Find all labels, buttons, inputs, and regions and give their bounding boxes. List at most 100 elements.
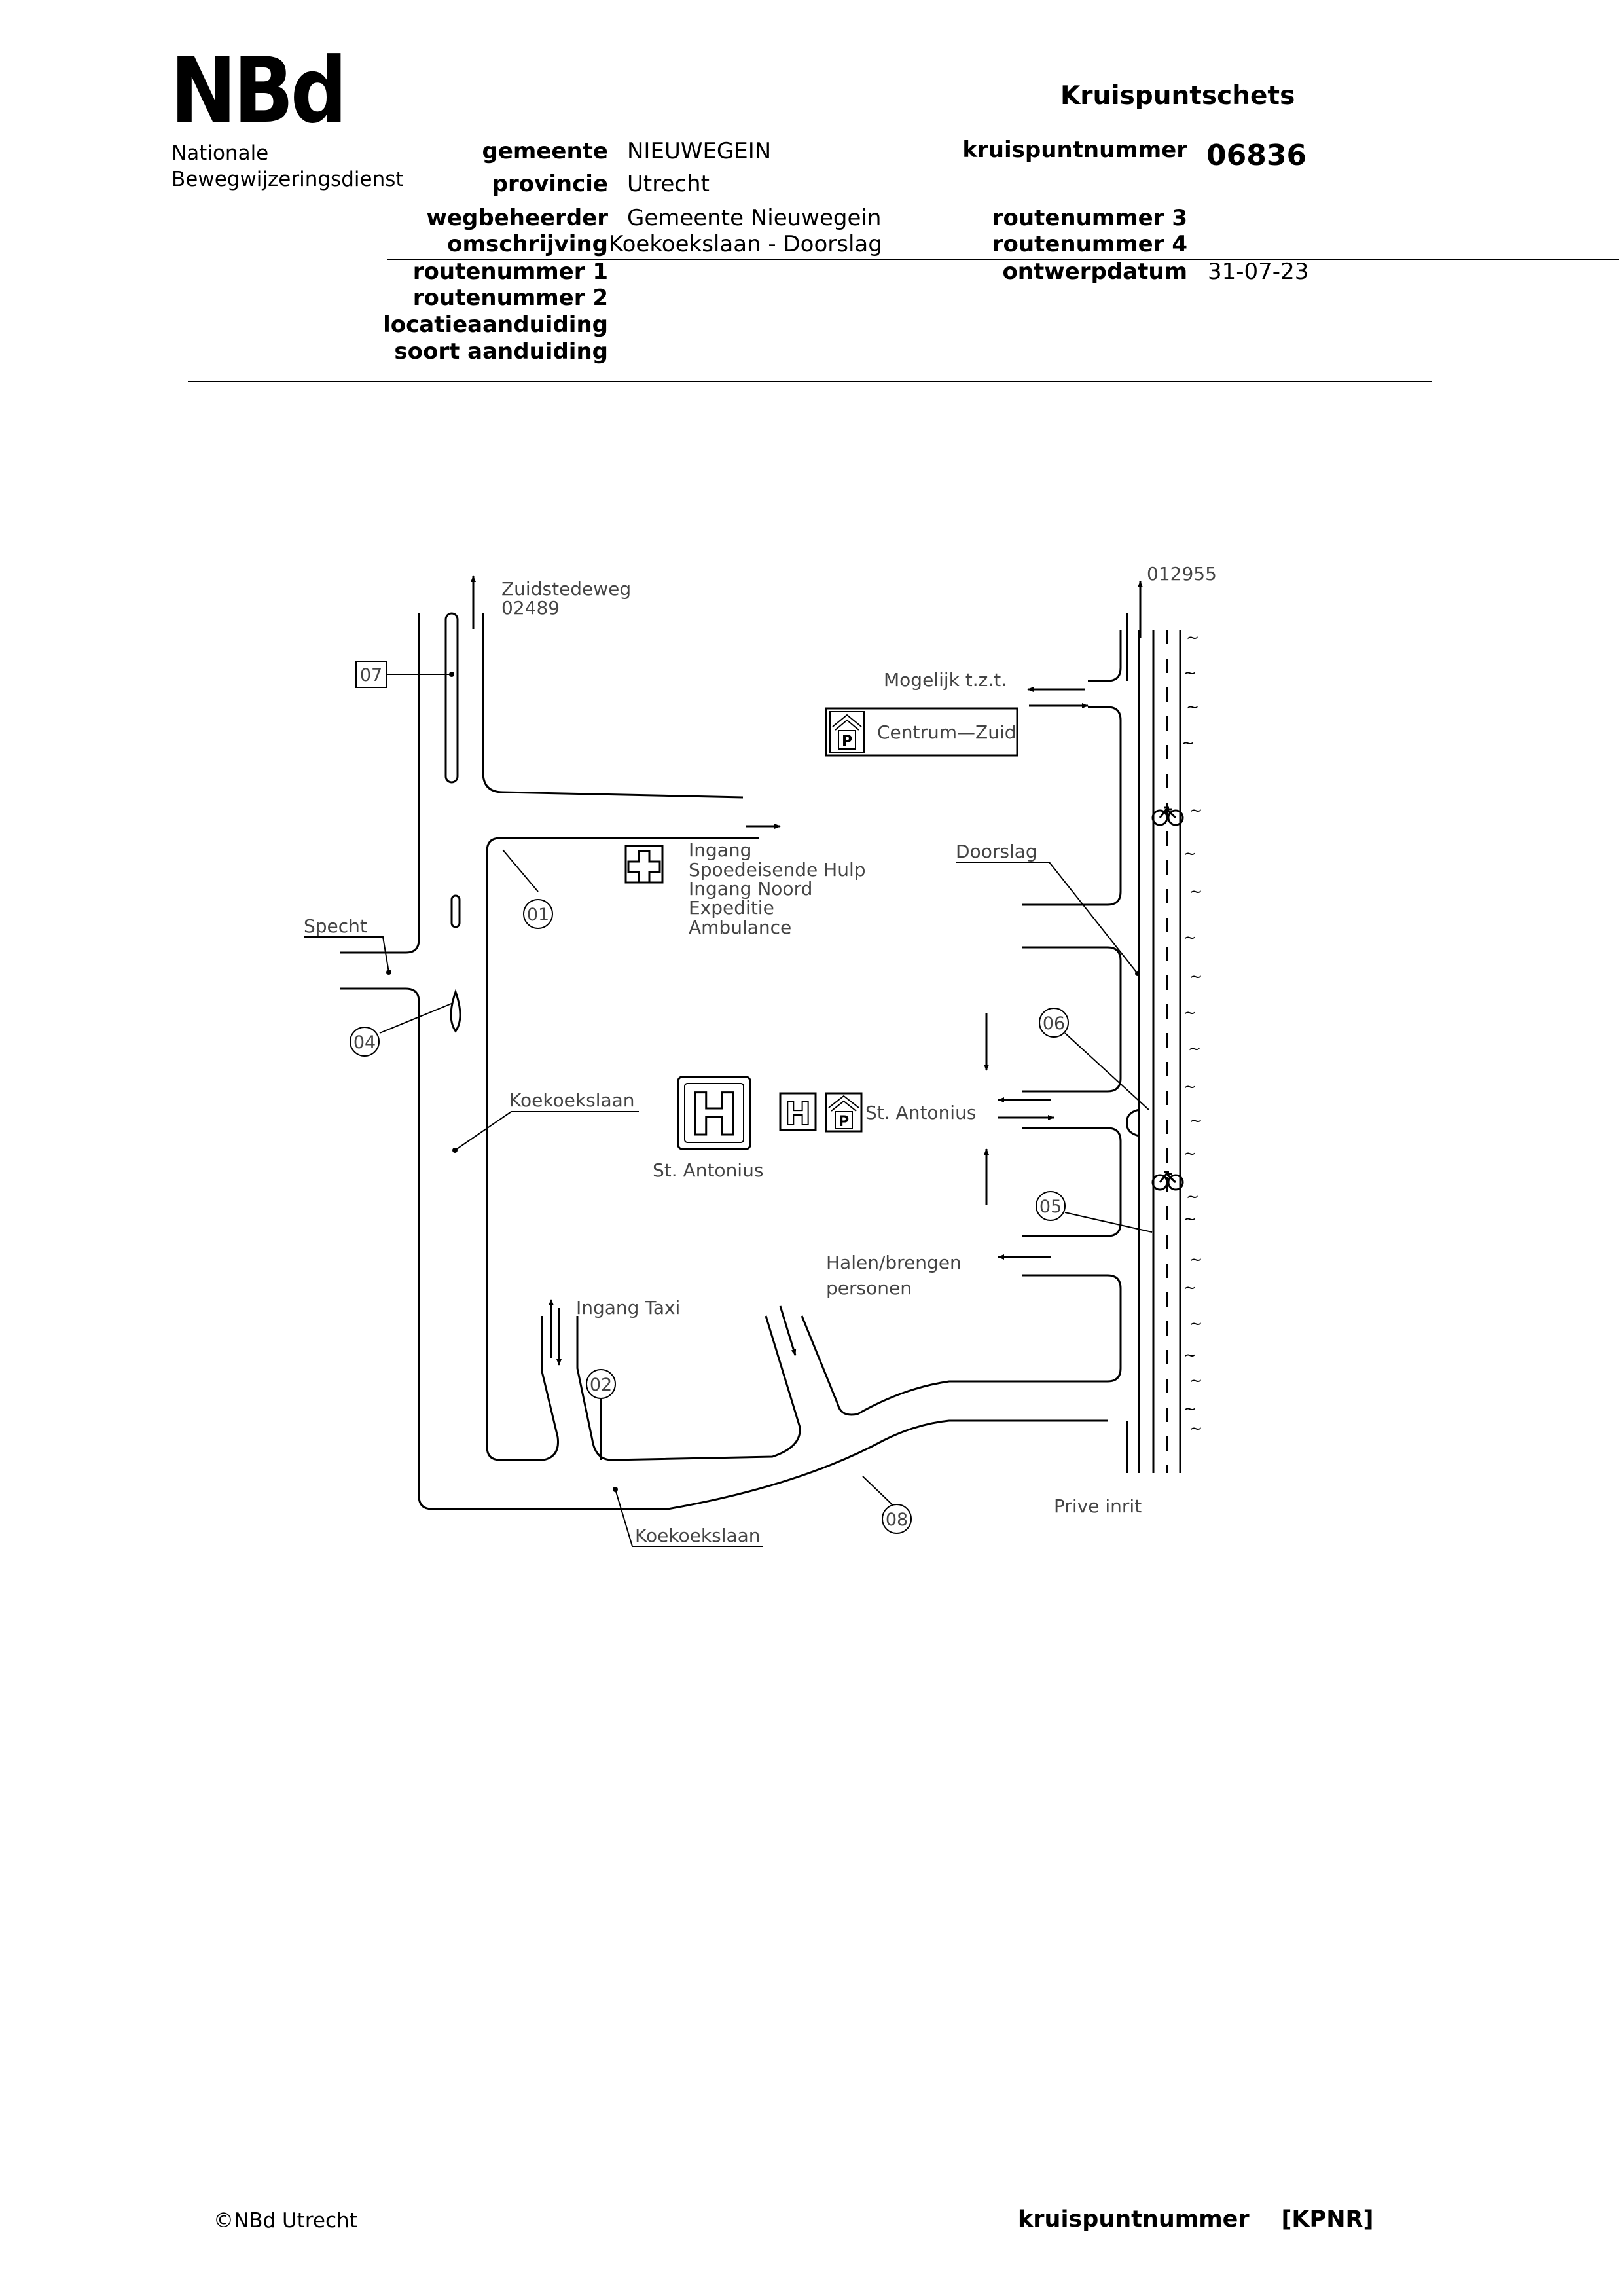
bicycle-icon [1151, 806, 1184, 826]
arrow-south [779, 1305, 797, 1356]
label-zuidstedeweg: Zuidstedeweg [501, 578, 631, 600]
label-gemeente: gemeente [482, 138, 608, 164]
footer-kpnr-value: [KPNR] [1281, 2206, 1374, 2232]
leader-01 [502, 849, 539, 892]
road-edge [1126, 1108, 1140, 1137]
ditch-markings: ~~~ ~~~ ~~~ ~~~ ~~~ ~~~ ~~~ ~~ [1181, 629, 1202, 1438]
value-omschrijving: Koekoekslaan - Doorslag [609, 231, 882, 257]
road-edge [340, 939, 420, 954]
marker-02-label: 02 [590, 1375, 612, 1395]
label-st-antonius-hospital: St. Antonius [653, 1159, 763, 1181]
label-kruispuntnummer: kruispuntnummer [962, 137, 1187, 163]
marker-06 [1039, 1008, 1069, 1038]
hospital-icon: H [677, 1076, 751, 1150]
svg-text:~: ~ [1186, 629, 1199, 647]
label-spoedeisende-hulp: Spoedeisende Hulp [689, 859, 866, 881]
road-edge [1022, 1127, 1122, 1237]
road-edge [1022, 706, 1122, 906]
label-centrum-zuid: Centrum—Zuid [877, 721, 1017, 743]
svg-text:~: ~ [1189, 1372, 1202, 1390]
leader-08 [862, 1476, 894, 1506]
label-ingang: Ingang [689, 839, 751, 861]
label-koekoekslaan-north: Koekoekslaan [509, 1089, 635, 1111]
footer-kpnr-label: kruispuntnummer [1018, 2206, 1250, 2232]
label-locatieaanduiding: locatieaanduiding [383, 312, 608, 338]
svg-text:~: ~ [1183, 1144, 1197, 1163]
svg-text:~: ~ [1181, 734, 1195, 752]
parking-garage-icon: P [825, 1092, 863, 1133]
marker-06-label: 06 [1043, 1013, 1065, 1034]
nbd-logo: NBd [170, 38, 348, 143]
label-soort-aanduiding: soort aanduiding [394, 338, 608, 365]
label-provincie: provincie [492, 171, 608, 197]
header-divider-upper [387, 259, 1619, 260]
svg-text:~: ~ [1183, 664, 1197, 682]
svg-text:~: ~ [1189, 968, 1202, 986]
label-routenummer-3: routenummer 3 [992, 205, 1187, 231]
marker-05 [1036, 1191, 1066, 1221]
svg-text:~: ~ [1183, 1078, 1197, 1096]
parking-garage-icon: P [829, 711, 865, 753]
road-edge [1088, 630, 1122, 682]
svg-text:P: P [842, 733, 852, 750]
svg-text:~: ~ [1186, 698, 1199, 716]
label-ingang-noord: Ingang Noord [689, 878, 812, 900]
svg-text:~: ~ [1183, 1346, 1197, 1364]
road-edge [486, 1316, 560, 1461]
marker-07-label: 07 [360, 665, 382, 685]
road-edge [801, 1274, 1122, 1416]
value-ontwerpdatum: 31-07-23 [1208, 259, 1309, 285]
label-expeditie: Expeditie [689, 897, 774, 919]
logo-subtitle-line1: Nationale [171, 141, 269, 165]
svg-text:~: ~ [1189, 1315, 1202, 1333]
leader-koekoekslaan-2 [615, 1489, 763, 1547]
label-doorslag: Doorslag [956, 841, 1037, 862]
svg-text:~: ~ [1183, 1210, 1197, 1228]
header-divider-lower [188, 381, 1432, 382]
label-halen-brengen: Halen/brengen [826, 1252, 962, 1273]
svg-text:H: H [785, 1096, 811, 1133]
label-wegbeheerder: wegbeheerder [426, 205, 608, 231]
svg-text:~: ~ [1189, 801, 1202, 820]
traffic-island [450, 989, 461, 1033]
label-mogelijk: Mogelijk t.z.t. [884, 669, 1007, 691]
label-specht: Specht [304, 915, 367, 937]
leader-koekoekslaan-1 [454, 1111, 512, 1151]
first-aid-icon [624, 845, 664, 884]
label-routenummer-4: routenummer 4 [992, 231, 1187, 257]
traffic-island [444, 612, 459, 784]
leader-06 [1064, 1032, 1149, 1110]
svg-text:~: ~ [1183, 845, 1197, 863]
bicycle-icon [1151, 1171, 1184, 1191]
svg-text:~: ~ [1183, 1279, 1197, 1297]
label-ontwerpdatum: ontwerpdatum [1002, 259, 1187, 285]
label-st-antonius-sign: St. Antonius [865, 1102, 976, 1123]
label-road-012955: 012955 [1147, 563, 1217, 585]
svg-text:~: ~ [1188, 1040, 1201, 1058]
svg-text:~: ~ [1183, 928, 1197, 947]
leader-05 [1064, 1212, 1153, 1233]
label-prive-inrit: Prive inrit [1054, 1495, 1142, 1517]
parking-sign-box [825, 707, 1018, 757]
svg-text:~: ~ [1189, 1112, 1202, 1130]
label-zuidstedeweg-number: 02489 [501, 597, 560, 619]
logo-subtitle-line2: Bewegwijzeringsdienst [171, 168, 404, 191]
label-personen: personen [826, 1277, 912, 1299]
value-gemeente: NIEUWEGEIN [627, 138, 772, 164]
road-edge [482, 772, 744, 799]
label-koekoekslaan-south: Koekoekslaan [635, 1525, 761, 1546]
marker-05-label: 05 [1039, 1197, 1062, 1217]
marker-04-label: 04 [353, 1032, 376, 1053]
svg-text:~: ~ [1183, 1004, 1197, 1022]
label-ambulance: Ambulance [689, 917, 791, 938]
svg-text:~: ~ [1189, 1250, 1202, 1269]
leader-04 [379, 1002, 454, 1034]
svg-text:~: ~ [1189, 1419, 1202, 1438]
page-title: Kruispuntschets [1060, 81, 1295, 111]
marker-01-label: 01 [527, 905, 549, 925]
road-edge [1022, 946, 1122, 1093]
label-omschrijving: omschrijving [447, 231, 608, 257]
road-edge [486, 837, 759, 1447]
marker-07 [355, 661, 387, 688]
